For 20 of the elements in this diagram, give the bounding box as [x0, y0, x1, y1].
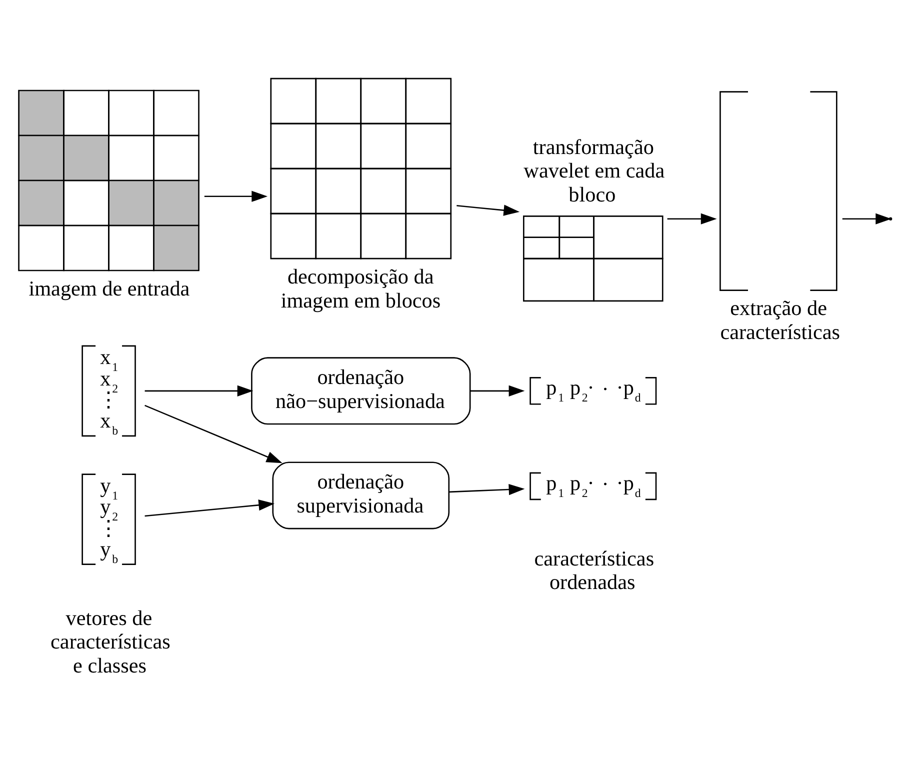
node-label: imagem de entrada — [28, 276, 190, 300]
label: vetores de características e classes — [50, 606, 170, 678]
arrow — [144, 385, 254, 396]
arrow — [144, 404, 282, 464]
node-label: características ordenadas — [534, 546, 654, 594]
node-text: x$_{1}$ x$_{2}$ ⋮ x$_{b}$ — [98, 345, 120, 438]
node-box: ordenação supervisionada — [272, 462, 450, 530]
node-text: y$_{1}$ y$_{2}$ ⋮ y$_{b}$ — [98, 474, 120, 566]
arrow — [449, 484, 525, 496]
arrow — [144, 500, 275, 517]
node-text: p$_{1}$ p$_{2}$· · ·p$_{d}$ — [546, 376, 641, 405]
arrow — [204, 190, 268, 202]
arrow — [456, 204, 520, 216]
node-text: p$_{1}$ p$_{2}$· · ·p$_{d}$ — [546, 470, 641, 500]
arrow — [470, 385, 525, 396]
node-label: transformação wavelet em cada bloco — [524, 134, 665, 206]
node-text: extração de características — [720, 296, 840, 344]
node-box: ordenação não−supervisionada — [251, 357, 471, 425]
arrow — [667, 213, 717, 224]
node-label: decomposição da imagem em blocos — [280, 264, 441, 312]
